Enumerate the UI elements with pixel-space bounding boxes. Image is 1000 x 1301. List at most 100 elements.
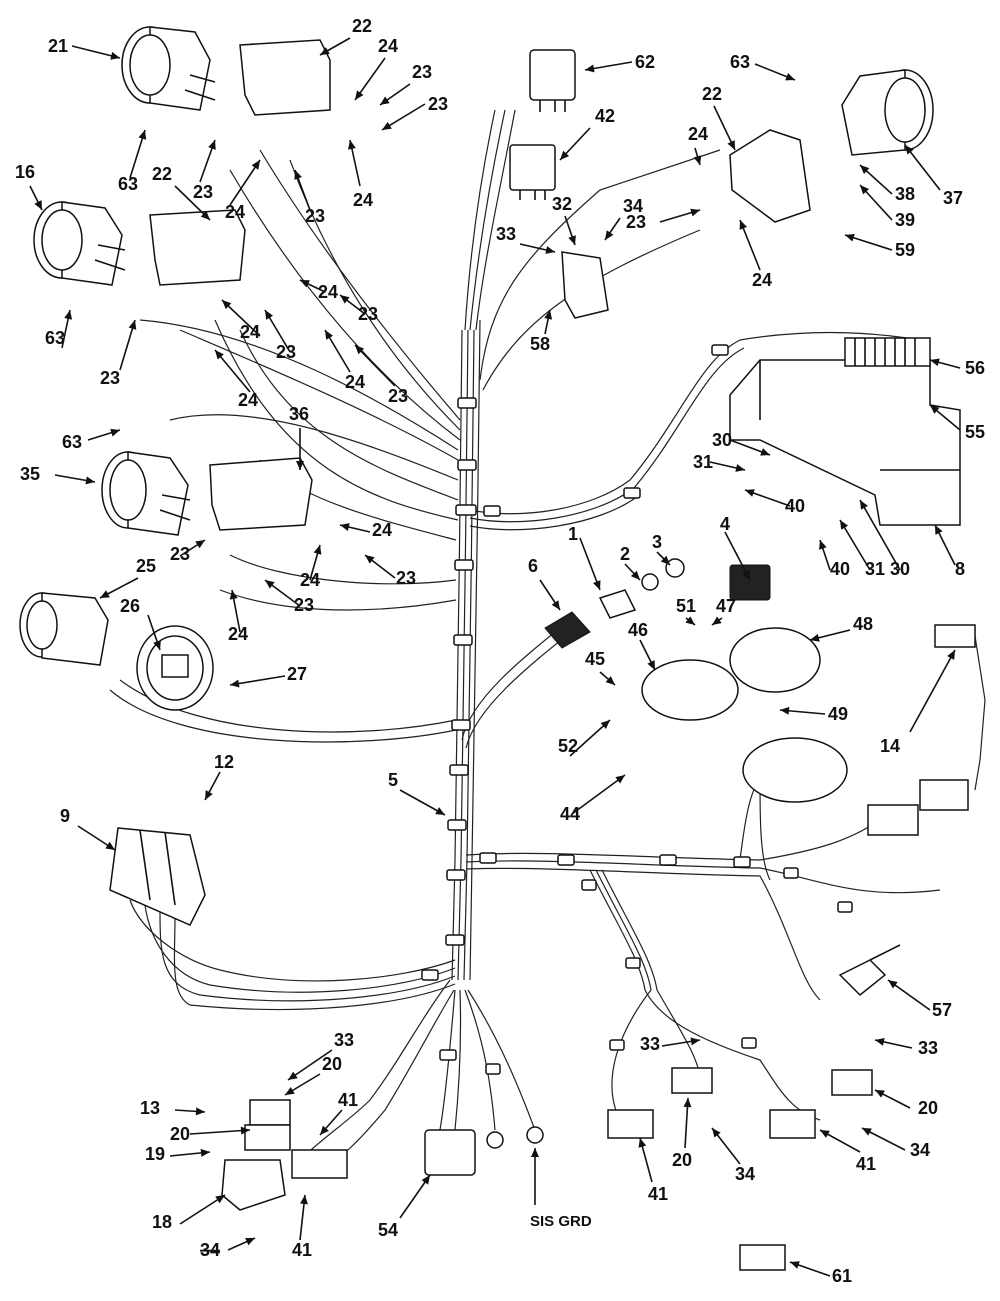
callout-arrowhead: [64, 310, 73, 320]
callout-arrowhead: [862, 1128, 872, 1136]
callout-arrowhead: [947, 650, 955, 660]
flasher-32: [561, 251, 609, 319]
callout-arrowhead: [819, 540, 827, 550]
callout-arrowhead: [647, 660, 655, 670]
callout-25: 25: [136, 556, 156, 576]
callout-arrowhead: [85, 476, 95, 485]
callout-24: 24: [238, 390, 258, 410]
callout-arrowhead: [727, 140, 735, 150]
callout-24: 24: [688, 124, 708, 144]
callout-arrowhead: [605, 230, 614, 240]
callout-24: 24: [372, 520, 392, 540]
callout-arrowhead: [551, 600, 560, 610]
callout-33: 33: [496, 224, 516, 244]
callout-24: 24: [300, 570, 320, 590]
callout-23: 23: [428, 94, 448, 114]
callout-arrowhead: [340, 295, 350, 304]
ground-ring-terminals: [486, 1126, 544, 1149]
callout-41: 41: [338, 1090, 358, 1110]
callout-arrowhead: [296, 461, 304, 470]
callout-arrowhead: [245, 1238, 255, 1246]
callout-arrowhead: [760, 448, 770, 456]
callout-arrowhead: [683, 1098, 692, 1108]
callout-arrowhead: [320, 1125, 329, 1135]
callout-arrowhead: [888, 980, 898, 989]
connector-6: [544, 611, 591, 649]
callout-49: 49: [828, 704, 848, 724]
callout-41: 41: [292, 1240, 312, 1260]
callout-arrowhead: [128, 320, 137, 330]
callout-arrowhead: [685, 616, 695, 625]
gauge-21: [121, 26, 216, 111]
callout-arrowhead: [810, 633, 820, 642]
callout-arrowhead: [355, 90, 364, 100]
callout-arrowhead: [325, 330, 334, 340]
callout-arrowhead: [739, 220, 748, 230]
callout-arrowhead: [382, 121, 392, 130]
callout-62: 62: [635, 52, 655, 72]
callout-23: 23: [305, 206, 325, 226]
callout-arrowhead: [585, 64, 595, 73]
ground-label: SIS GRD: [530, 1213, 592, 1230]
callout-arrowhead: [348, 140, 356, 150]
callout-arrowhead: [600, 720, 610, 729]
callout-24: 24: [225, 202, 245, 222]
callout-24: 24: [752, 270, 772, 290]
callout-arrowhead: [215, 350, 224, 360]
callout-arrowhead: [593, 580, 601, 590]
ignition-switch-1: [598, 558, 771, 619]
callout-arrowhead: [110, 428, 120, 437]
callout-16: 16: [15, 162, 35, 182]
callout-arrowhead: [300, 1195, 308, 1205]
callout-22: 22: [352, 16, 372, 36]
callout-40: 40: [785, 496, 805, 516]
callout-55: 55: [965, 422, 985, 442]
callout-arrowhead: [421, 1175, 430, 1185]
callout-leader-line: [859, 499, 901, 571]
callout-20: 20: [170, 1124, 190, 1144]
callout-54: 54: [378, 1220, 398, 1240]
gauge-16: [33, 201, 126, 286]
callout-4: 4: [720, 514, 730, 534]
callout-arrowhead: [251, 160, 260, 170]
callout-34: 34: [910, 1140, 930, 1160]
callout-arrowhead: [860, 185, 870, 195]
callout-21: 21: [48, 36, 68, 56]
callout-leader-line: [724, 531, 751, 581]
temp-sender-57: [838, 944, 901, 997]
relay-62: [529, 49, 576, 112]
callout-arrowhead: [568, 235, 576, 245]
callout-arrowhead: [100, 590, 110, 598]
callout-arrowhead: [205, 790, 213, 800]
callout-arrowhead: [875, 1090, 885, 1098]
callout-24: 24: [345, 372, 365, 392]
callout-59: 59: [895, 240, 915, 260]
callout-12: 12: [214, 752, 234, 772]
callout-arrowhead: [208, 140, 216, 150]
callout-22: 22: [152, 164, 172, 184]
gauge-bezel-26: [136, 625, 214, 711]
callout-24: 24: [378, 36, 398, 56]
callout-arrowhead: [690, 208, 700, 217]
callout-23: 23: [294, 595, 314, 615]
callout-leaders: [29, 37, 961, 1277]
callout-20: 20: [322, 1054, 342, 1074]
callout-33: 33: [918, 1038, 938, 1058]
callout-arrowhead: [630, 570, 640, 580]
gauge-25: [19, 592, 109, 666]
callout-arrowhead: [34, 200, 42, 210]
callout-arrowhead: [905, 145, 914, 155]
callout-2: 2: [620, 544, 630, 564]
callout-23: 23: [626, 212, 646, 232]
callout-19: 19: [145, 1144, 165, 1164]
callout-arrowhead: [735, 464, 745, 472]
callout-36: 36: [289, 404, 309, 424]
callout-arrowhead: [380, 96, 390, 105]
callout-58: 58: [530, 334, 550, 354]
callout-arrowhead: [138, 130, 147, 140]
callout-arrowhead: [195, 1107, 205, 1116]
callout-arrowhead: [712, 1128, 721, 1138]
callout-63: 63: [118, 174, 138, 194]
callout-8: 8: [955, 559, 965, 579]
